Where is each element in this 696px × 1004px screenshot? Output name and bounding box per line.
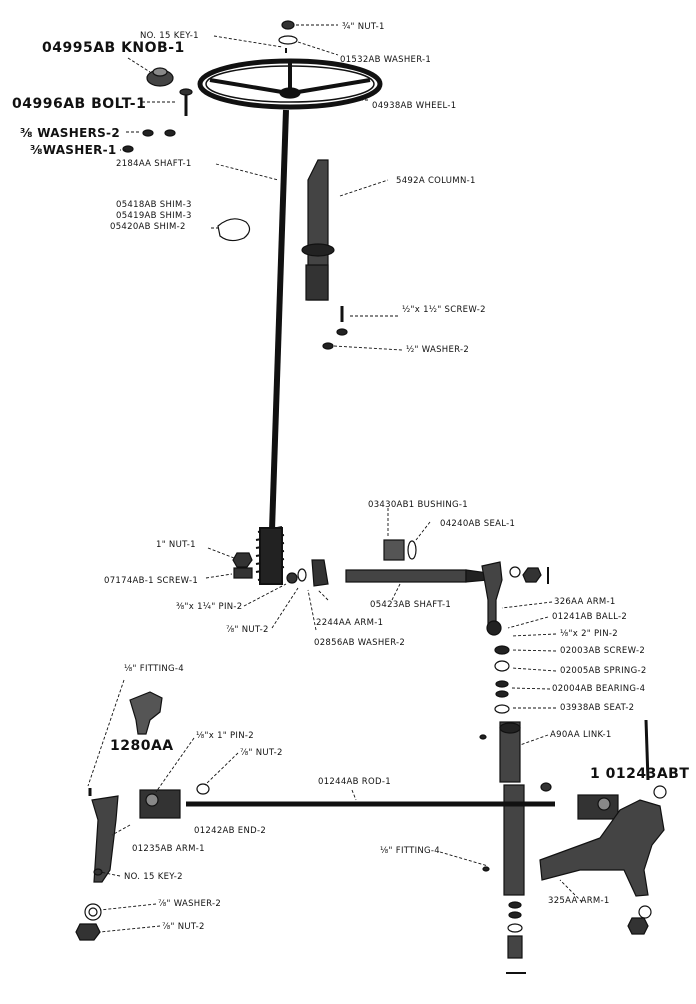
label-knob: 04995AB KNOB-1 [42, 40, 185, 56]
leader-lines [87, 24, 583, 933]
shim-shape [217, 218, 251, 242]
label-seat: 03938AB SEAT-2 [560, 703, 635, 713]
label-arm-325: 325AA ARM-1 [548, 896, 610, 906]
label-screw-half: ½"x 1½" SCREW-2 [402, 305, 486, 315]
label-arm-326: 326AA ARM-1 [554, 597, 616, 607]
label-shim-3: 05420AB SHIM-2 [110, 222, 186, 232]
label-washers-38: ⅜ WASHERS-2 [20, 126, 120, 140]
steering-wheel [197, 58, 383, 110]
label-shim-2: 05419AB SHIM-3 [116, 211, 192, 221]
washer-top-shape [278, 35, 298, 45]
link-shape [499, 721, 525, 896]
label-shaft-2184: 2184AA SHAFT-1 [116, 159, 192, 169]
label-nut-7-8c: ⅞" NUT-2 [162, 922, 205, 932]
label-column: 5492A COLUMN-1 [396, 176, 476, 186]
label-shaft-05423: 05423AB SHAFT-1 [370, 600, 452, 610]
column-shape [301, 159, 335, 301]
label-part-1280: 1280AA [110, 738, 174, 754]
end-right-shape [577, 794, 619, 820]
label-fitting-bottom: ⅛" FITTING-4 [380, 846, 441, 856]
fitting-1280-shape [129, 691, 163, 735]
secondary-shaft [345, 569, 489, 583]
knob-shape [146, 67, 174, 87]
label-washer-38: ⅜WASHER-1 [30, 143, 117, 157]
nut-top-shape [281, 20, 295, 30]
arm-325-shape [539, 785, 667, 897]
label-screw-07174: 07174AB-1 SCREW-1 [104, 576, 199, 586]
label-wheel: 04938AB WHEEL-1 [372, 101, 457, 111]
label-key-bottom: NO. 15 KEY-2 [124, 872, 183, 882]
label-key-top: NO. 15 KEY-1 [140, 31, 199, 41]
label-washer-01532: 01532AB WASHER-1 [340, 55, 432, 65]
label-bolt: 04996AB BOLT-1 [12, 96, 147, 112]
label-pin-1-8x2: ⅛"x 2" PIN-2 [560, 629, 618, 639]
arm-326-shape [481, 561, 503, 636]
label-arm-01235: 01235AB ARM-1 [132, 844, 205, 854]
label-shim-1: 05418AB SHIM-3 [116, 200, 192, 210]
label-washer-7-8: ⅞" WASHER-2 [158, 899, 222, 909]
label-nut-1in: 1" NUT-1 [156, 540, 196, 550]
bottom-spring-stack [506, 901, 526, 974]
label-bushing: 03430AB1 BUSHING-1 [368, 500, 468, 510]
label-link: A90AA LINK-1 [550, 730, 612, 740]
label-end: 01242AB END-2 [194, 826, 267, 836]
label-ball: 01241AB BALL-2 [552, 612, 628, 622]
label-fitting-top: ⅛" FITTING-4 [124, 664, 185, 674]
label-seal: 04240AB SEAL-1 [440, 519, 516, 529]
label-pin-1-8x1: ⅛"x 1" PIN-2 [196, 731, 254, 741]
label-bearing: 02004AB BEARING-4 [552, 684, 646, 694]
label-part-01243: 1 01243ABT [590, 766, 690, 782]
label-rod: 01244AB ROD-1 [318, 777, 391, 787]
end-01242-shape [139, 789, 181, 819]
label-spring: 02005AB SPRING-2 [560, 666, 647, 676]
arm-01235-shape [91, 795, 119, 883]
label-screw-02003: 02003AB SCREW-2 [560, 646, 646, 656]
label-nut-top: ¾" NUT-1 [342, 22, 385, 32]
label-washer-half: ½" WASHER-2 [406, 345, 470, 355]
worm-gear [255, 526, 285, 585]
label-washer-02856: 02856AB WASHER-2 [314, 638, 406, 648]
label-arm-2244: 2244AA ARM-1 [316, 618, 384, 628]
label-pin-3-8: ⅜"x 1¼" PIN-2 [176, 602, 243, 612]
main-shaft [269, 109, 289, 531]
bolt-shape [179, 88, 193, 116]
label-nut-7-8: ⅞" NUT-2 [226, 625, 269, 635]
label-nut-7-8b: ⅞" NUT-2 [240, 748, 283, 758]
